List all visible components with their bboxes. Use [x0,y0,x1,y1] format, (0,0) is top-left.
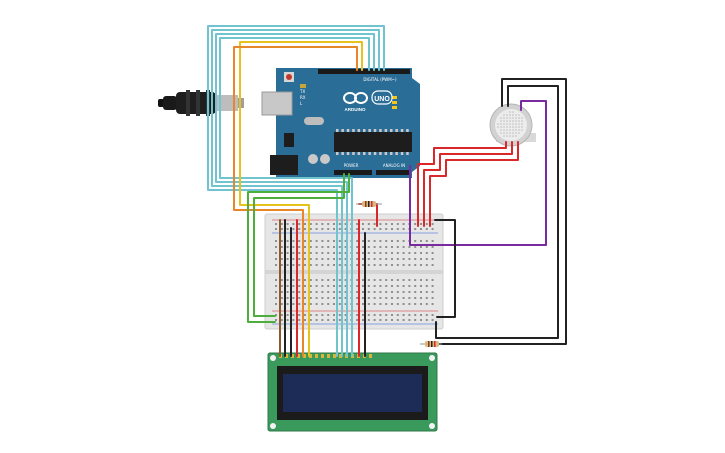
wire-red-sensor-3 [429,141,519,227]
resistor-2 [420,341,442,347]
wire-orange [233,46,358,357]
l-label: L [300,101,303,106]
wire-yellow [239,41,363,357]
model-label: UNO [374,96,390,103]
wire-cyan-3 [215,33,375,357]
wire-cyan-2 [211,29,380,357]
gas-sensor [489,103,536,147]
wire-purple [409,100,547,246]
usb-cable [158,90,244,116]
arduino-uno-board: UNO ARDUINO DIGITAL (PWM~) POWER ANALOG … [261,68,420,178]
rx-label: RX [300,95,306,100]
resistor-1 [356,201,382,207]
wire-cyan-1 [207,25,385,357]
wire-black-sensor-2 [436,78,567,345]
arduino-logo-icon [343,90,393,105]
power-label: POWER [344,163,359,168]
wire-green-2 [253,173,345,317]
wire-red-sensor-1 [417,141,507,227]
wire-black-sensor-1 [434,219,456,318]
lcd-screen [283,374,422,412]
lcd-display [267,352,438,432]
analog-in-label: ANALOG IN [383,163,405,168]
digital-pwm-label: DIGITAL (PWM~) [363,77,397,82]
wire-red-sensor-2 [423,141,513,227]
brand-label: ARDUINO [345,107,366,112]
wire-black-sensor-3 [435,85,559,339]
tx-label: TX [299,89,305,94]
wire-cyan-4 [219,37,370,357]
wire-green-1 [247,173,350,323]
